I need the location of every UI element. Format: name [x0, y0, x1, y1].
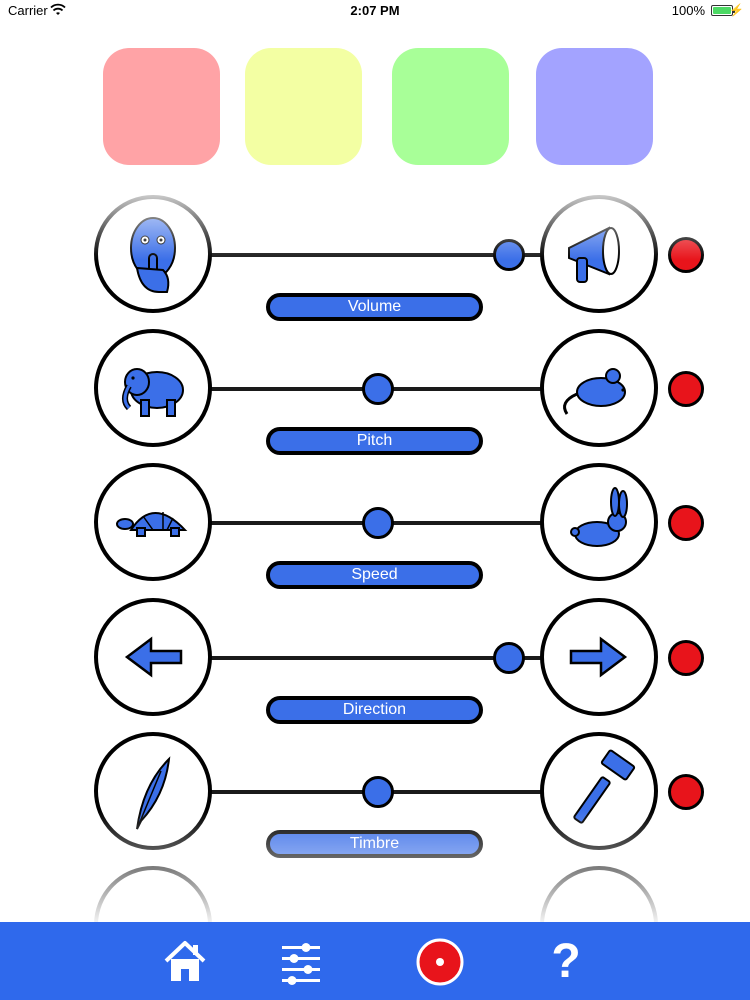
direction-slider-knob[interactable] — [492, 642, 525, 674]
direction-backward-button[interactable] — [94, 598, 212, 716]
speed-control: Speed — [0, 463, 750, 593]
arrow-right-icon — [569, 636, 628, 678]
home-button[interactable] — [157, 934, 213, 990]
direction-forward-button[interactable] — [540, 598, 658, 716]
yellow-swatch[interactable] — [245, 48, 362, 165]
bottom-toolbar: ? — [0, 922, 750, 1000]
hammer-icon — [573, 749, 636, 824]
charging-bolt-icon: ⚡ — [729, 3, 744, 17]
feather-icon — [136, 756, 171, 830]
direction-label: Direction — [266, 696, 483, 724]
timbre-label: Timbre — [266, 830, 483, 858]
timbre-slider-knob[interactable] — [361, 776, 394, 808]
volume-min-button[interactable] — [94, 195, 212, 313]
pitch-label: Pitch — [266, 427, 483, 455]
pitch-control: Pitch — [0, 329, 750, 459]
direction-control: Direction — [0, 598, 750, 728]
red-swatch[interactable] — [103, 48, 220, 165]
wifi-icon — [50, 3, 66, 15]
pitch-slider-knob[interactable] — [361, 373, 394, 405]
record-button[interactable] — [412, 934, 468, 990]
speed-fast-button[interactable] — [540, 463, 658, 581]
carrier-label: Carrier — [8, 3, 48, 18]
volume-label: Volume — [266, 293, 483, 321]
timbre-hard-button[interactable] — [540, 732, 658, 850]
arrow-left-icon — [124, 636, 183, 678]
volume-record-button[interactable] — [668, 237, 704, 273]
volume-max-button[interactable] — [540, 195, 658, 313]
volume-slider-knob[interactable] — [492, 239, 525, 271]
speed-record-button[interactable] — [668, 505, 704, 541]
rabbit-icon — [570, 487, 628, 547]
help-icon: ? — [551, 935, 581, 988]
direction-record-button[interactable] — [668, 640, 704, 676]
home-icon — [164, 941, 206, 981]
timbre-record-button[interactable] — [668, 774, 704, 810]
pitch-low-button[interactable] — [94, 329, 212, 447]
speed-label: Speed — [266, 561, 483, 589]
megaphone-icon — [568, 226, 620, 283]
battery-percent: 100% — [671, 3, 705, 18]
record-icon — [416, 938, 464, 986]
elephant-icon — [122, 368, 184, 417]
mouse-icon — [563, 368, 626, 415]
clock: 2:07 PM — [350, 3, 400, 18]
battery-icon — [711, 5, 735, 16]
shush-face-icon — [130, 217, 176, 293]
status-bar: Carrier 2:07 PM 100% ⚡ — [0, 0, 750, 22]
sliders-icon — [282, 943, 320, 985]
timbre-control: Timbre — [0, 732, 750, 862]
volume-control: Volume — [0, 195, 750, 325]
green-swatch[interactable] — [392, 48, 509, 165]
help-button[interactable]: ? — [538, 934, 594, 990]
timbre-soft-button[interactable] — [94, 732, 212, 850]
pitch-record-button[interactable] — [668, 371, 704, 407]
speed-slow-button[interactable] — [94, 463, 212, 581]
turtle-icon — [116, 512, 188, 537]
pitch-high-button[interactable] — [540, 329, 658, 447]
speed-slider-knob[interactable] — [361, 507, 394, 539]
direction-slider-track[interactable] — [205, 656, 550, 660]
sliders-button[interactable] — [273, 934, 329, 990]
blue-swatch[interactable] — [536, 48, 653, 165]
